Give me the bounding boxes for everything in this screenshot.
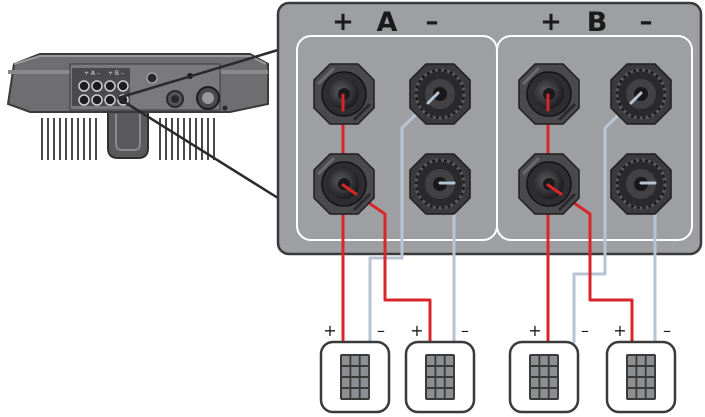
connector-panel bbox=[276, 1, 703, 256]
pv-module-icon bbox=[605, 340, 677, 414]
module-2-plus-label: + bbox=[410, 321, 423, 340]
inverter-port-label-a: + A – bbox=[84, 70, 100, 77]
module-1-plus-label: + bbox=[323, 321, 336, 340]
module-4-plus-label: + bbox=[613, 321, 626, 340]
group-b-plus-label: + bbox=[540, 7, 562, 37]
connection-zoom-callout bbox=[117, 48, 279, 200]
group-b-label: B bbox=[587, 7, 608, 38]
group-b-minus-label: – bbox=[640, 7, 653, 37]
pv-module-icon bbox=[508, 340, 580, 414]
pv-module-4 bbox=[605, 340, 677, 414]
pv-module-icon bbox=[404, 340, 476, 414]
negative-wire-b1 bbox=[572, 91, 643, 344]
module-1-minus-label: – bbox=[377, 321, 385, 340]
module-2-minus-label: – bbox=[461, 321, 469, 340]
inverter-device-icon: + A – + B – bbox=[6, 53, 269, 160]
pv-module-1 bbox=[319, 340, 391, 414]
group-a-minus-label: – bbox=[426, 7, 439, 37]
module-3-minus-label: – bbox=[581, 321, 589, 340]
module-4-minus-label: – bbox=[663, 321, 671, 340]
positive-wire-b2 bbox=[546, 183, 634, 344]
group-a-plus-label: + bbox=[332, 7, 354, 37]
connector-a-minus-top bbox=[408, 62, 472, 126]
group-a-label: A bbox=[377, 7, 398, 38]
inverter-port-label-b: + B – bbox=[108, 70, 124, 77]
negative-wire-a1 bbox=[368, 91, 440, 344]
pv-module-icon bbox=[319, 340, 391, 414]
input-group-b bbox=[496, 35, 693, 241]
module-3-plus-label: + bbox=[528, 321, 541, 340]
positive-wire-a2 bbox=[341, 183, 432, 344]
pv-module-2 bbox=[404, 340, 476, 414]
pv-module-3 bbox=[508, 340, 580, 414]
